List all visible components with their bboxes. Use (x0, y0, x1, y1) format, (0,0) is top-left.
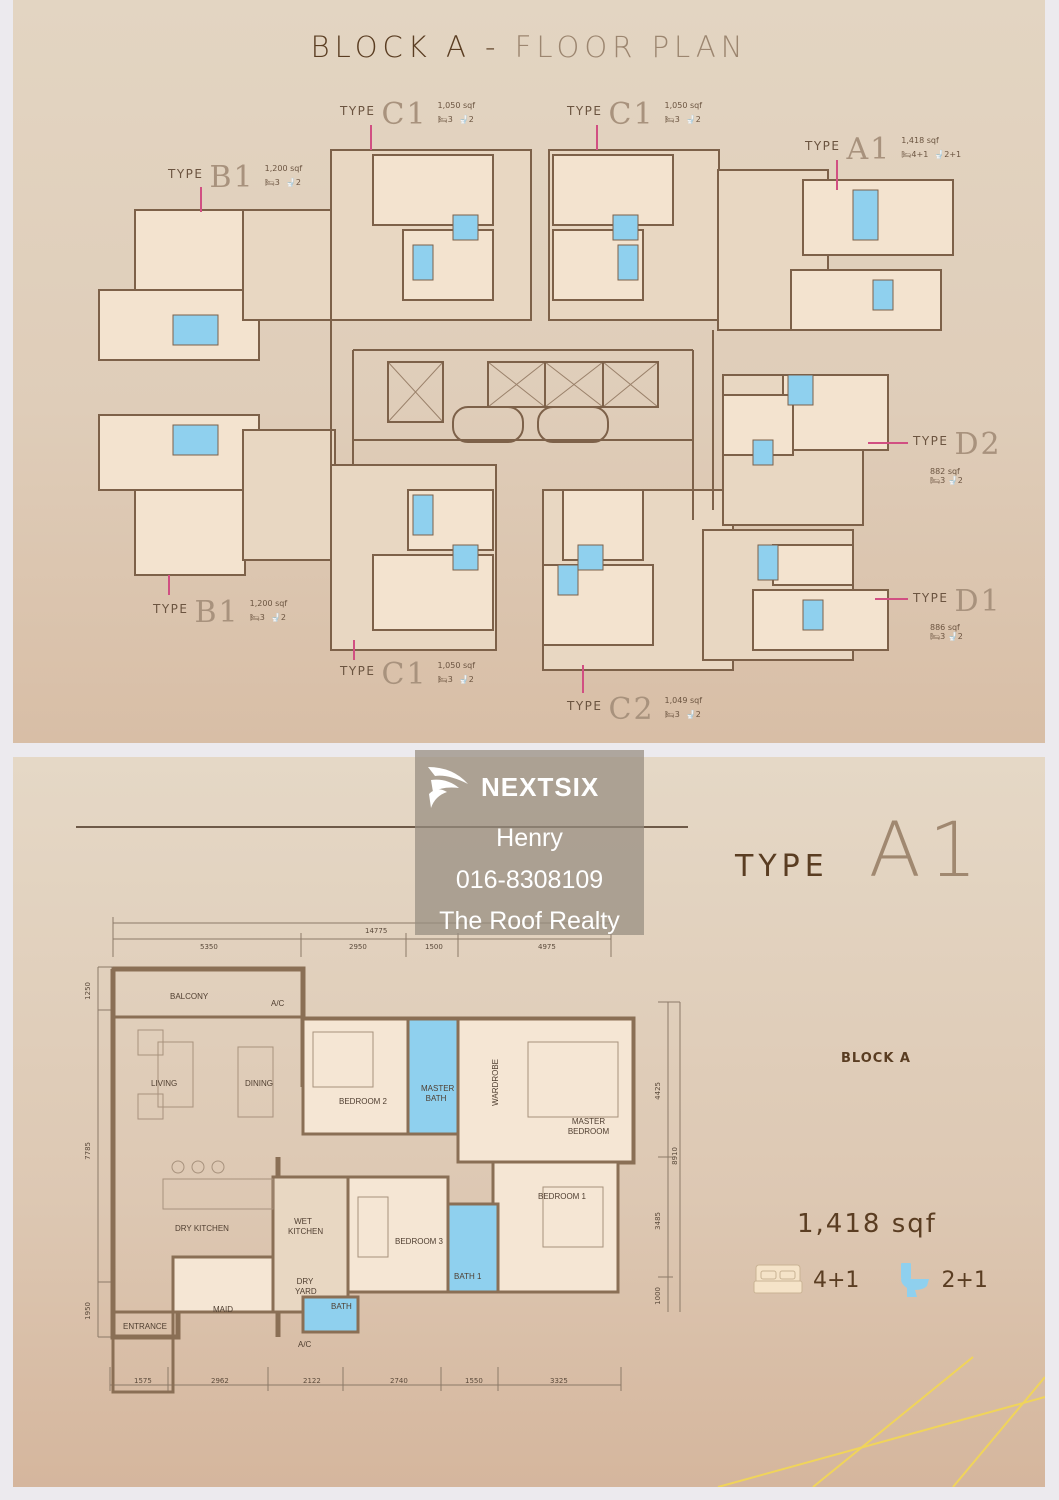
bed-icon (753, 1264, 803, 1294)
unit-type-label-d2: TYPE D2 (913, 427, 1002, 462)
toilet-icon: 🚽2 (270, 613, 286, 622)
room-bedroom-2: BEDROOM 2 (339, 1097, 388, 1106)
toilet-icon: 🚽2 (947, 476, 963, 485)
unit-type-label-c1-top-left: TYPE C1 1,050 sqf 🛏3🚽2 (340, 97, 476, 132)
room-dining: DINING (245, 1079, 273, 1088)
bed-icon: 🛏3 (437, 675, 453, 684)
room-balcony: BALCONY (170, 992, 209, 1001)
dim-bottom-seg: 2122 (303, 1377, 321, 1385)
agent-name: Henry (496, 824, 563, 852)
unit-type-label-d1: TYPE D1 (913, 584, 1002, 619)
leader-line (582, 665, 584, 693)
dim-top-seg: 1500 (425, 943, 443, 951)
room-ac-bottom: A/C (298, 1340, 312, 1349)
toilet-icon: 🚽2+1 (934, 150, 962, 159)
leader-line (836, 160, 838, 190)
dim-top-seg: 5350 (200, 943, 218, 951)
title-block-a: BLOCK A - (310, 30, 501, 64)
agent-phone: 016-8308109 (455, 866, 604, 894)
leader-line (353, 640, 355, 660)
bathroom-count: 2+1 (941, 1267, 988, 1293)
leader-line (868, 442, 908, 444)
dim-top-seg: 4975 (538, 943, 556, 951)
unit-type-label-c2: TYPE C2 1,049 sqf 🛏3🚽2 (567, 692, 703, 727)
keyplan-label: BLOCK A (841, 1051, 911, 1066)
toilet-icon: 🚽2 (458, 675, 474, 684)
leader-line (875, 598, 908, 600)
dim-top-total: 14775 (365, 927, 388, 935)
agent-watermark: NEXTSIX Henry 016-8308109 The Roof Realt… (415, 750, 644, 935)
unit-area: 1,418 sqf (797, 1209, 937, 1239)
unit-meta-d2: 882 sqf 🛏3 🚽2 (930, 467, 963, 485)
agency-name: The Roof Realty (439, 907, 620, 935)
bed-icon: 🛏4+1 (901, 150, 929, 159)
room-living: LIVING (151, 1079, 178, 1088)
room-ac-top: A/C (271, 999, 285, 1008)
toilet-icon: 🚽2 (947, 632, 963, 641)
bed-icon: 🛏3 (664, 115, 680, 124)
leader-line (370, 125, 372, 150)
room-entrance: ENTRANCE (123, 1322, 168, 1331)
unit-type-heading: TYPE A1 (735, 805, 986, 894)
toilet-icon (901, 1263, 930, 1297)
leader-line (168, 575, 170, 595)
unit-type-label-a1: TYPE A1 1,418 sqf 🛏4+1🚽2+1 (805, 132, 962, 167)
title-floor-plan: FLOOR PLAN (514, 30, 748, 64)
unit-meta-d1: 886 sqf 🛏3 🚽2 (930, 623, 963, 641)
room-wet-kitchen: WET KITCHEN (288, 1217, 324, 1236)
block-a-floor-plan-drawing (98, 149, 954, 671)
leader-line (200, 187, 202, 212)
room-master-bath: MASTER BATH (421, 1084, 455, 1103)
room-dry-yard: DRY YARD (295, 1277, 317, 1296)
leader-line (596, 125, 598, 150)
unit-type-label-b1-top: TYPE B1 1,200 sqf 🛏3🚽2 (168, 160, 303, 195)
room-counts: 4+1 2+1 (753, 1262, 1018, 1298)
bed-icon: 🛏3 (264, 178, 280, 187)
nextsix-logo-icon (428, 767, 468, 808)
divider-line (76, 826, 688, 828)
decorative-gold-lines (717, 1356, 1045, 1487)
room-dry-kitchen: DRY KITCHEN (175, 1224, 229, 1233)
brand-name: NEXTSIX (481, 771, 600, 802)
toilet-icon: 🚽2 (685, 115, 701, 124)
bed-icon: 🛏3 (930, 632, 946, 641)
unit-type-label-c1-bottom: TYPE C1 1,050 sqf 🛏3🚽2 (340, 657, 476, 692)
block-a-floor-plan-panel: BLOCK A - FLOOR PLAN (13, 0, 1045, 743)
dim-bottom-seg: 1550 (465, 1377, 483, 1385)
room-bedroom-3: BEDROOM 3 (395, 1237, 444, 1246)
dim-top-seg: 2950 (349, 943, 367, 951)
nextsix-logo: NEXTSIX (423, 762, 599, 812)
room-bath-1: BATH 1 (454, 1272, 482, 1281)
unit-type-label-c1-top-right: TYPE C1 1,050 sqf 🛏3🚽2 (567, 97, 703, 132)
bed-icon: 🛏3 (249, 613, 265, 622)
dim-bottom-seg: 3325 (550, 1377, 568, 1385)
bed-icon: 🛏3 (437, 115, 453, 124)
bed-icon: 🛏3 (930, 476, 946, 485)
dim-bottom-seg: 1575 (134, 1377, 152, 1385)
bed-icon: 🛏3 (664, 710, 680, 719)
room-bath: BATH (331, 1302, 352, 1311)
toilet-icon: 🚽2 (458, 115, 474, 124)
toilet-icon: 🚽2 (285, 178, 301, 187)
room-maid: MAID (213, 1305, 233, 1314)
page-title: BLOCK A - FLOOR PLAN (13, 30, 1045, 64)
toilet-icon: 🚽2 (685, 710, 701, 719)
room-bedroom-1: BEDROOM 1 (538, 1192, 587, 1201)
type-a1-unit-plan-drawing (97, 917, 681, 1394)
room-master-bedroom: MASTER BEDROOM (567, 1117, 610, 1136)
dim-bottom-seg: 2962 (211, 1377, 229, 1385)
unit-type-label-b1-bottom: TYPE B1 1,200 sqf 🛏3🚽2 (153, 595, 288, 630)
bedroom-count: 4+1 (813, 1267, 860, 1293)
dim-bottom-seg: 2740 (390, 1377, 408, 1385)
